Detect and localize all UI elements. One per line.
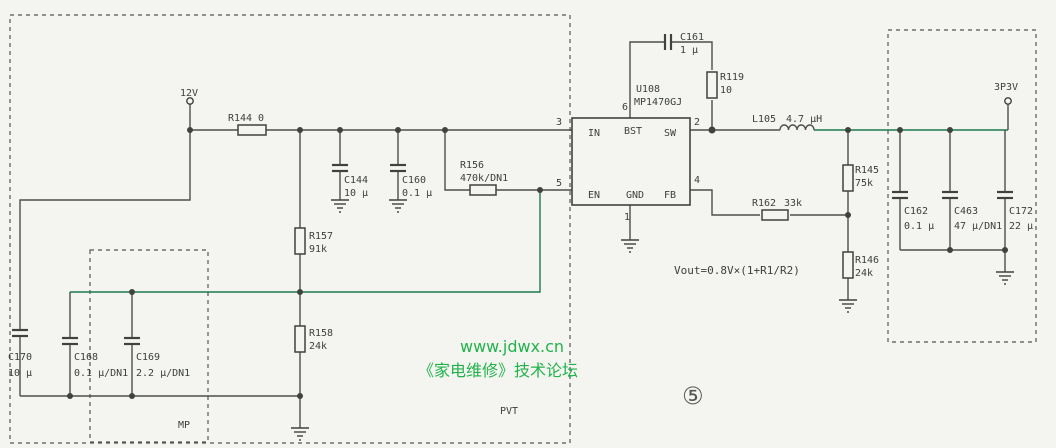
capacitor-c169 [124,336,140,346]
c162-ref: C162 [904,206,928,217]
capacitor-c162 [892,190,908,200]
r156-ref: R156 [460,160,484,171]
ic-pin-fb-label: FB [664,190,676,201]
inductor-l105 [779,124,815,131]
r162-value: 33k [784,198,802,209]
c169-ref: C169 [136,352,160,363]
output-region-box [887,29,1037,343]
c168-ref: C168 [74,352,98,363]
c170-value: 10 μ [8,368,32,379]
ic-u108-body [571,117,691,206]
r144-ref: R144 [228,113,252,124]
watermark-url: www.jdwx.cn [460,337,564,356]
r145-value: 75k [855,178,873,189]
c463-ref: C463 [954,206,978,217]
c463-value: 47 μ/DN1 [954,221,1002,232]
ic-pin-in-label: IN [588,128,600,139]
vout-formula: Vout=0.8V×(1+R1/R2) [674,264,800,277]
junction-dots [67,126,1008,399]
resistor-r145 [842,164,854,192]
c144-ref: C144 [344,175,368,186]
capacitor-c463 [942,190,958,200]
ic-pin-gnd-number: 1 [624,212,630,223]
ground-symbol-bottom [291,427,309,441]
c168-value: 0.1 μ/DN1 [74,368,128,379]
c169-value: 2.2 μ/DN1 [136,368,190,379]
ic-pin-sw-label: SW [664,128,677,139]
resistor-r146 [842,251,854,279]
pvt-region-box [9,14,571,444]
capacitor-c161 [663,34,673,50]
c162-value: 0.1 μ [904,221,934,232]
capacitor-c168 [62,336,78,346]
ground-symbol-output [996,271,1014,285]
ground-symbol-ic [621,239,639,253]
l105-value: 4.7 μH [786,114,822,125]
test-point-12v [186,97,194,105]
c160-ref: C160 [402,175,426,186]
ic-pin-en-number: 5 [556,178,562,189]
r157-value: 91k [309,244,327,255]
resistor-r162 [761,209,789,221]
c160-value: 0.1 μ [402,188,432,199]
net-label-12v: 12V [180,88,198,99]
capacitor-c160 [390,163,406,173]
watermark-forum: 《家电维修》技术论坛 [418,361,578,380]
ic-pin-gnd-label: GND [626,190,644,201]
ic-pin-en-label: EN [588,190,600,201]
ic-pin-fb-number: 4 [694,175,700,186]
r145-ref: R145 [855,165,879,176]
r119-value: 10 [720,85,732,96]
resistor-r144 [237,124,267,136]
r144-value: 0 [258,113,264,124]
c161-value: 1 μ [680,45,698,56]
net-label-3p3v: 3P3V [994,82,1018,93]
resistor-r119 [706,71,718,99]
ic-pin-bst-number: 6 [622,102,628,113]
pvt-region-label: PVT [500,406,518,417]
ground-symbol-c160 [389,199,407,213]
resistor-r158 [294,325,306,353]
capacitor-c170 [12,328,28,338]
resistor-r157 [294,227,306,255]
r156-value: 470k/DN1 [460,173,508,184]
ground-symbol-c144 [331,199,349,213]
capacitor-c144 [332,163,348,173]
r157-ref: R157 [309,231,333,242]
ground-symbol-r146 [839,299,857,313]
test-point-3p3v [1004,97,1012,105]
r119-ref: R119 [720,72,744,83]
ic-pin-bst-label: BST [624,126,642,137]
mp-region-box [89,249,209,443]
c161-ref: C161 [680,32,704,43]
figure-number: ⑤ [682,382,704,410]
capacitor-c172 [997,190,1013,200]
ic-pin-in-number: 3 [556,117,562,128]
c144-value: 10 μ [344,188,368,199]
c172-value: 22 μ [1009,221,1033,232]
r146-ref: R146 [855,255,879,266]
r158-value: 24k [309,341,327,352]
resistor-r156 [469,184,497,196]
ic-u108-ref: U108 [636,84,660,95]
mp-region-label: MP [178,420,190,431]
ic-pin-sw-number: 2 [694,117,700,128]
l105-ref: L105 [752,114,776,125]
r162-ref: R162 [752,198,776,209]
c170-ref: C170 [8,352,32,363]
r158-ref: R158 [309,328,333,339]
c172-ref: C172 [1009,206,1033,217]
r146-value: 24k [855,268,873,279]
ic-u108-part: MP1470GJ [634,97,682,108]
